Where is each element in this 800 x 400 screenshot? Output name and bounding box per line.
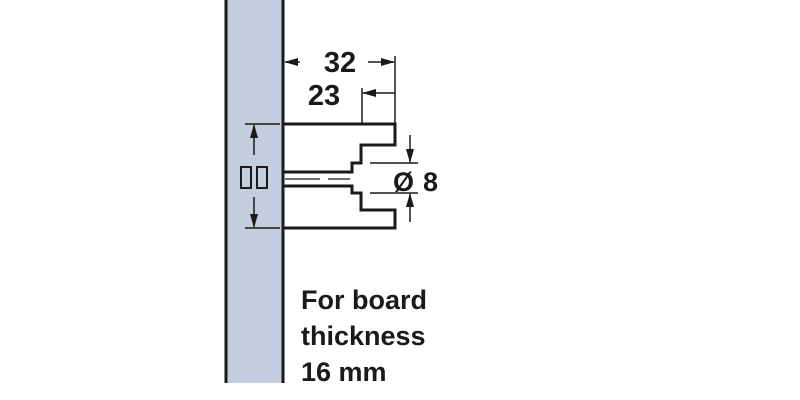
board-thickness-note: For board thickness 16 mm <box>301 282 427 390</box>
note-line-1: For board <box>301 285 427 315</box>
diameter-value: 8 <box>423 167 438 197</box>
dimension-23 <box>361 88 395 124</box>
board-panel <box>224 0 285 383</box>
diameter-symbol: Ø <box>393 167 414 197</box>
diameter-dimension <box>370 135 418 222</box>
dimension-23-label: 23 <box>308 80 340 112</box>
dimension-32-label: 32 <box>324 47 356 79</box>
connector-body <box>283 122 397 230</box>
note-line-3: 16 mm <box>301 357 387 387</box>
note-line-2: thickness <box>301 321 426 351</box>
dimension-32 <box>284 56 396 124</box>
board-height-marker-glyph <box>240 166 268 189</box>
board-height-dimension <box>245 123 280 229</box>
